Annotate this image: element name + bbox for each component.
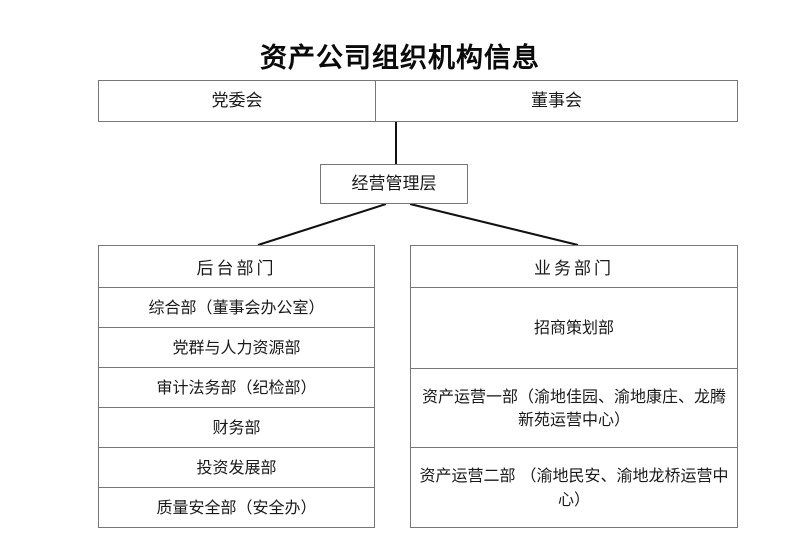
node-management-layer[interactable]: 经营管理层	[320, 164, 468, 204]
page-title: 资产公司组织机构信息	[260, 43, 540, 74]
dept-asset-operations-two[interactable]: 资产运营二部 （渝地民安、渝地龙桥运营中心）	[419, 466, 729, 509]
node-board-of-directors[interactable]: 董事会	[375, 80, 738, 122]
group-back-office: 后台部门 综合部（董事会办公室） 党群与人力资源部 审计法务部（纪检部） 财务部…	[98, 245, 375, 528]
dept-audit-legal[interactable]: 审计法务部（纪检部）	[99, 368, 374, 408]
dept-party-and-hr[interactable]: 党群与人力资源部	[99, 328, 374, 368]
group-business: 业务部门 招商策划部 资产运营一部（渝地佳园、渝地康庄、龙腾新苑运营中心） 资产…	[410, 245, 738, 528]
dept-investment-development[interactable]: 投资发展部	[99, 448, 374, 488]
group-header-back-office: 后台部门	[99, 246, 374, 288]
connector-management-to-back-office	[257, 203, 387, 246]
dept-asset-operations-one[interactable]: 资产运营一部（渝地佳园、渝地康庄、龙腾新苑运营中心）	[411, 369, 737, 448]
dept-general-office[interactable]: 综合部（董事会办公室）	[99, 288, 374, 328]
connector-management-to-business	[409, 203, 579, 246]
group-header-business: 业务部门	[411, 246, 737, 288]
dept-finance[interactable]: 财务部	[99, 408, 374, 448]
node-party-committee[interactable]: 党委会	[98, 80, 375, 122]
dept-quality-safety[interactable]: 质量安全部（安全办）	[156, 497, 317, 517]
dept-investment-promotion-planning[interactable]: 招商策划部	[411, 288, 737, 369]
